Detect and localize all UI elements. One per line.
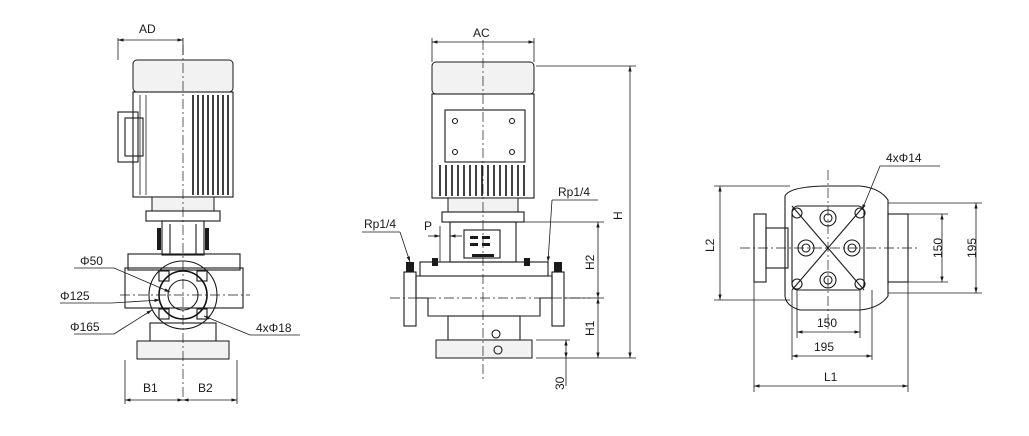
label-phi125: Φ125: [60, 289, 90, 303]
label-150-h: 150: [817, 316, 837, 330]
pump-casing: [124, 267, 244, 309]
base-front: [435, 339, 533, 359]
discharge-flange: [551, 271, 565, 327]
label-rp-left: Rp1/4: [364, 217, 396, 231]
label-holes-front: 4xΦ18: [256, 321, 292, 335]
motor-fins: [139, 95, 229, 195]
label-rp-right: Rp1/4: [558, 185, 590, 199]
label-30: 30: [553, 376, 567, 390]
label-195-h: 195: [814, 340, 834, 354]
casing-front: [415, 275, 553, 317]
label-h1: H1: [583, 320, 597, 336]
bolt-hole-3: [158, 308, 170, 320]
label-l2: L2: [703, 238, 717, 252]
terminal-box-inner: [124, 117, 144, 157]
suction-flange: [403, 271, 417, 327]
side-view: AD B1 B2 Φ50 Φ125 Φ165 4xΦ18: [60, 22, 300, 404]
label-ad: AD: [139, 22, 156, 36]
label-150-v: 150: [931, 238, 945, 258]
label-b2: B2: [198, 381, 213, 395]
coupling-guard: [463, 229, 501, 259]
label-b1: B1: [143, 381, 158, 395]
pedestal-front: [447, 315, 521, 341]
label-h2: H2: [583, 254, 597, 270]
bolt-hole-1: [158, 270, 170, 282]
bolt-hole-4: [196, 308, 208, 320]
upper-cover: [127, 253, 241, 271]
front-view: AC H H2 H1 30 P Rp1/4 Rp1/4: [362, 26, 636, 390]
label-l1: L1: [824, 370, 838, 384]
label-phi50: Φ50: [80, 254, 103, 268]
bolt-hole-2: [196, 270, 208, 282]
terminal-box: [117, 111, 139, 163]
label-195-v: 195: [965, 238, 979, 258]
top-view: L2 150 195 150 195 L1 4xΦ14: [703, 151, 982, 392]
label-ac: AC: [473, 26, 490, 40]
label-phi165: Φ165: [70, 320, 100, 334]
motor-fins-front: [439, 165, 525, 196]
label-h: H: [611, 211, 625, 220]
label-holes-top: 4xΦ14: [886, 151, 922, 165]
label-p: P: [424, 219, 432, 233]
terminal-box-front: [444, 109, 526, 163]
